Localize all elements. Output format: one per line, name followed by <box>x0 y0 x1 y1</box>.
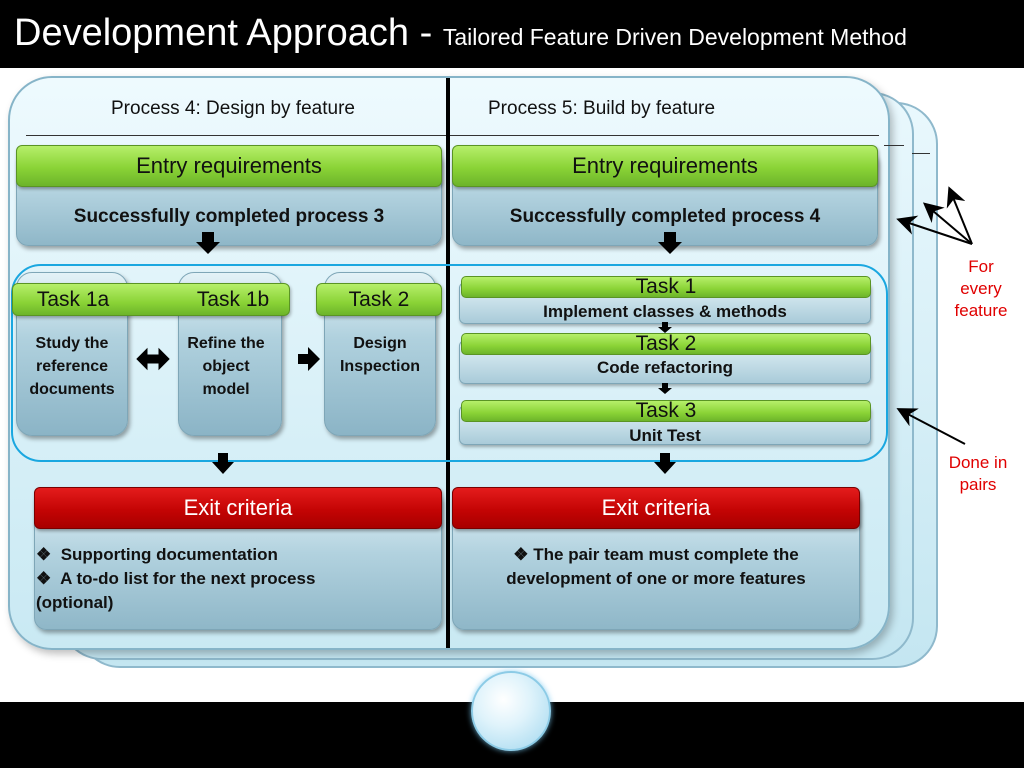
left-exit-list: ❖ Supporting documentation ❖ A to-do lis… <box>36 543 436 615</box>
right-exit-line-1: ❖ The pair team must complete the <box>513 545 799 564</box>
title-bar: Development Approach - Tailored Feature … <box>0 0 1024 68</box>
pointer-arrow-2 <box>922 202 973 245</box>
small-arrow-task1-task2 <box>658 322 672 333</box>
slide-title: Development Approach - Tailored Feature … <box>14 12 907 54</box>
down-arrow-right-entry <box>658 232 682 254</box>
left-exit-item-1: ❖ Supporting documentation <box>36 545 278 564</box>
down-arrow-left-exit <box>212 453 234 474</box>
task-1a-1b-label-bar <box>12 283 290 316</box>
right-exit-criteria: Exit criteria <box>452 487 860 529</box>
pointer-arrow-pairs <box>896 408 966 445</box>
task-1b-label: Task 1b <box>196 288 270 311</box>
stack-rule-2 <box>912 153 930 154</box>
left-exit-criteria: Exit criteria <box>34 487 442 529</box>
right-task-1-label: Task 1 <box>461 276 871 298</box>
header-rule <box>26 135 879 136</box>
right-task-1-body: Implement classes & methods <box>543 302 787 321</box>
down-arrows <box>196 232 682 474</box>
pointer-arrow-3 <box>946 186 973 245</box>
right-exit-text: ❖ The pair team must complete the develo… <box>452 543 860 591</box>
down-arrow-right-exit <box>654 453 676 474</box>
right-task-3-label: Task 3 <box>461 400 871 422</box>
right-entry-requirements: Entry requirements <box>452 145 878 187</box>
right-task-2-label: Task 2 <box>461 333 871 355</box>
small-arrow-task2-task3 <box>658 383 672 394</box>
left-entry-text: Successfully completed process 3 <box>73 206 385 227</box>
pointer-arrows <box>896 186 973 445</box>
pointer-arrow-1 <box>896 215 973 245</box>
stack-rule-1 <box>884 145 904 146</box>
left-entry-requirements: Entry requirements <box>16 145 442 187</box>
slide-subtitle: Tailored Feature Driven Development Meth… <box>442 24 907 50</box>
right-task-3-body: Unit Test <box>629 426 701 445</box>
tasks-grouping-outline <box>11 264 888 462</box>
process-4-header: Process 4: Design by feature <box>111 98 355 119</box>
task-1a-label: Task 1a <box>36 288 110 311</box>
left-exit-item-2: ❖ A to-do list for the next process <box>36 569 316 588</box>
right-entry-text: Successfully completed process 4 <box>509 206 821 227</box>
right-arrow-icon <box>298 347 320 371</box>
process-divider <box>446 78 450 648</box>
right-task-2-body: Code refactoring <box>596 358 734 377</box>
double-arrow-icon <box>136 347 170 371</box>
down-arrow-left-entry <box>196 232 220 254</box>
task-2-label: Task 2 <box>316 283 442 316</box>
left-exit-item-tail: (optional) <box>36 593 114 612</box>
slide-nav-circle <box>471 671 551 751</box>
process-5-header: Process 5: Build by feature <box>488 98 716 119</box>
right-exit-line-2: development of one or more features <box>506 569 806 588</box>
